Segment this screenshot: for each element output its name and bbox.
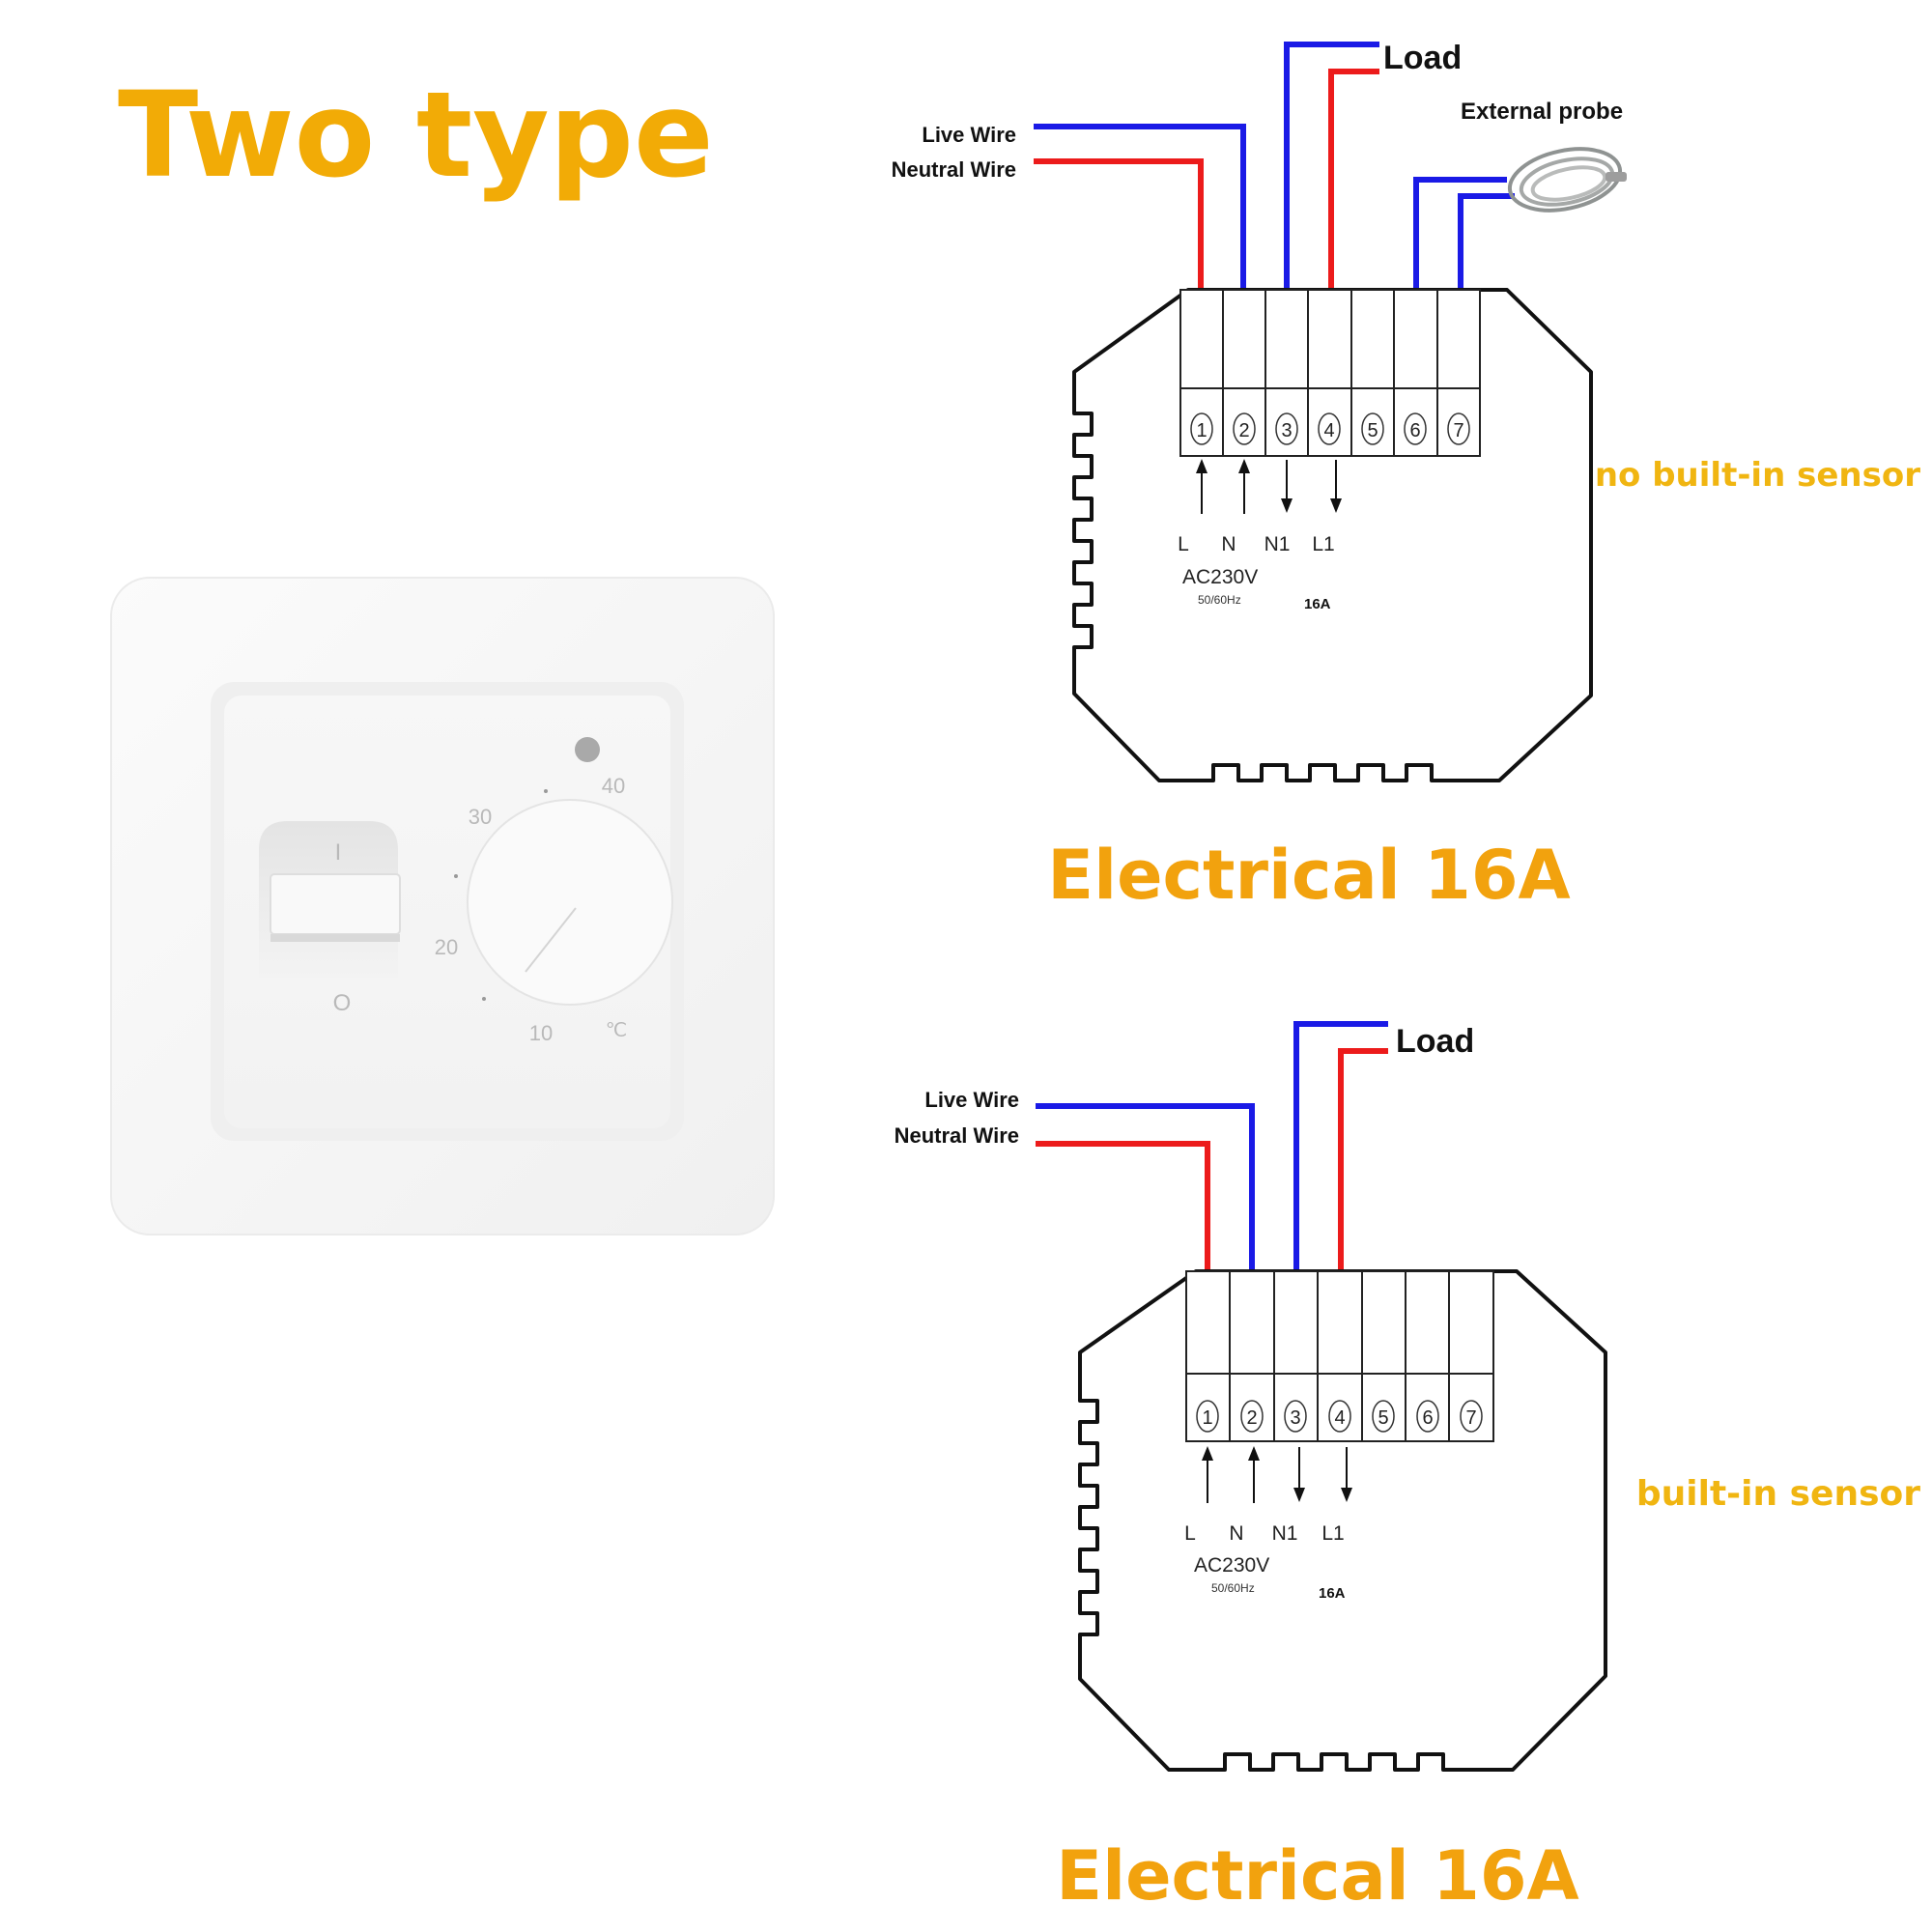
io-n1: N1 (1272, 1522, 1298, 1545)
terminal-1: 1 (1202, 1407, 1212, 1429)
terminal-6: 6 (1409, 420, 1420, 441)
terminal-numbers: 1 2 3 4 5 6 7 (1196, 1400, 1483, 1433)
load-wire-l1 (1328, 69, 1379, 350)
current-rating-label: 16A (1319, 1585, 1346, 1602)
io-n: N (1229, 1522, 1243, 1545)
scale-40: 40 (602, 774, 625, 798)
io-l: L (1178, 533, 1189, 555)
unit-celsius: ℃ (606, 1020, 627, 1041)
frequency-label: 50/60Hz (1198, 593, 1241, 607)
current-rating-label: 16A (1304, 596, 1331, 612)
load-label: Load (1396, 1023, 1474, 1060)
temperature-dial[interactable] (467, 799, 673, 1006)
load-wire-l1 (1338, 1048, 1388, 1337)
terminal-7: 7 (1453, 420, 1463, 441)
external-probe-icon (1507, 147, 1627, 213)
live-wire-label: Live Wire (924, 1088, 1019, 1112)
voltage-label: AC230V (1194, 1554, 1269, 1577)
dial-pointer (525, 907, 577, 973)
scale-dot (544, 789, 548, 793)
io-arrows (1202, 1446, 1352, 1503)
terminal-6: 6 (1422, 1407, 1433, 1429)
switch-on-mark: I (335, 839, 342, 866)
external-probe-label: External probe (1461, 99, 1623, 125)
scale-dot (454, 874, 458, 878)
terminal-5: 5 (1367, 420, 1378, 441)
terminal-3: 3 (1290, 1407, 1300, 1429)
indicator-led (575, 737, 600, 762)
io-arrows (1196, 459, 1342, 514)
diagram-caption: Electrical 16A (1056, 1836, 1578, 1916)
wiring-diagram-external-probe: Live Wire Neutral Wire Load External pro… (892, 40, 1921, 915)
headline: Two type (118, 67, 714, 204)
terminal-numbers: 1 2 3 4 5 6 7 (1190, 412, 1470, 445)
terminal-3: 3 (1281, 420, 1292, 441)
power-rocker-switch[interactable] (270, 873, 401, 935)
frequency-label: 50/60Hz (1211, 1581, 1255, 1595)
live-wire (1034, 124, 1246, 350)
thermostat-body-outline (1072, 288, 1593, 782)
scale-30: 30 (469, 805, 492, 829)
io-n1: N1 (1264, 533, 1291, 555)
io-l1: L1 (1321, 1522, 1344, 1545)
scale-dot (482, 997, 486, 1001)
diagram-caption: Electrical 16A (1047, 836, 1570, 915)
sensor-type-label: no built-in sensor (1595, 456, 1920, 495)
scale-20: 20 (435, 935, 458, 959)
thermostat-body-outline (1078, 1269, 1607, 1772)
terminal-2: 2 (1246, 1407, 1257, 1429)
wiring-diagram-built-in-sensor: Live Wire Neutral Wire Load 1 2 3 4 5 6 … (895, 1021, 1920, 1916)
live-wire-label: Live Wire (922, 123, 1016, 147)
scale-10: 10 (529, 1021, 553, 1045)
live-wire (1036, 1103, 1255, 1337)
switch-off-mark: O (333, 990, 352, 1016)
neutral-wire (1036, 1141, 1210, 1337)
load-label: Load (1383, 40, 1462, 76)
neutral-wire-label: Neutral Wire (892, 157, 1016, 182)
load-wire-n1 (1293, 1021, 1388, 1337)
terminal-4: 4 (1334, 1407, 1345, 1429)
io-l1: L1 (1312, 533, 1334, 555)
terminal-5: 5 (1378, 1407, 1388, 1429)
voltage-label: AC230V (1182, 566, 1258, 588)
io-l: L (1184, 1522, 1196, 1545)
terminal-1: 1 (1196, 420, 1207, 441)
sensor-type-label: built-in sensor (1636, 1474, 1920, 1514)
thermostat: I O 40 30 20 10 ℃ (110, 577, 775, 1236)
load-wire-n1 (1284, 42, 1379, 350)
io-n: N (1221, 533, 1236, 555)
terminal-4: 4 (1323, 420, 1334, 441)
neutral-wire-label: Neutral Wire (895, 1123, 1019, 1148)
switch-shadow (270, 934, 400, 942)
neutral-wire (1034, 158, 1204, 350)
terminal-2: 2 (1238, 420, 1249, 441)
terminal-7: 7 (1465, 1407, 1476, 1429)
